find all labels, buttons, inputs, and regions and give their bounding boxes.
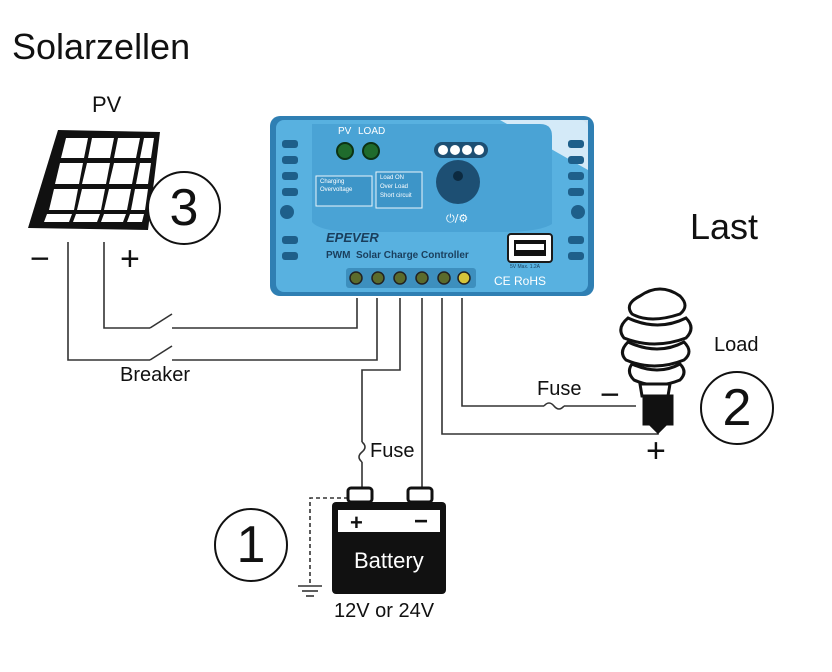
pv-led-label: PV [338, 126, 352, 137]
svg-text:⏻/⚙: ⏻/⚙ [446, 212, 468, 225]
breaker-label: Breaker [120, 364, 191, 386]
load-fuse-label: Fuse [537, 378, 582, 400]
step-number-load: 2 [700, 371, 774, 445]
load-label: Load [714, 334, 759, 356]
battery [332, 486, 446, 594]
status-charging: Charging [320, 179, 345, 185]
load-bulb [619, 287, 693, 435]
battery-plus-sign: + [350, 510, 363, 535]
charge-controller: ⏻/⚙ [270, 116, 594, 296]
step-number-pv: 3 [147, 171, 221, 245]
step-number-battery: 1 [214, 508, 288, 582]
battery-voltage: 12V or 24V [334, 600, 435, 622]
pv-minus-sign: − [30, 240, 50, 278]
status-overvoltage: Overvoltage [320, 187, 353, 193]
load-header: Last [690, 206, 759, 247]
diagram-title: Solarzellen [12, 26, 191, 67]
status-load-on: Load ON [380, 175, 405, 181]
load-led-label: LOAD [358, 126, 386, 137]
status-labels: Charging Overvoltage [320, 178, 352, 194]
usb-rating: 5V Max. 1.2A [510, 264, 541, 270]
ce-rohs-mark: CE RoHS [494, 274, 547, 288]
battery-label: Battery [354, 548, 424, 573]
pv-label: PV [92, 92, 122, 117]
pv-plus-sign: + [120, 240, 140, 278]
status-short-circuit: Short circuit [380, 193, 412, 199]
model-line: PWM Solar Charge Controller [326, 250, 469, 261]
battery-minus-sign: − [414, 508, 429, 535]
brand-logo: EPEVER [326, 230, 379, 245]
load-minus-sign: − [600, 376, 620, 414]
battery-fuse-label: Fuse [370, 440, 415, 462]
status-labels-load: Load ON Over Load Short circuit [380, 174, 412, 201]
status-over-load: Over Load [380, 184, 409, 190]
solar-panel [28, 130, 160, 230]
load-plus-sign: + [646, 432, 666, 470]
